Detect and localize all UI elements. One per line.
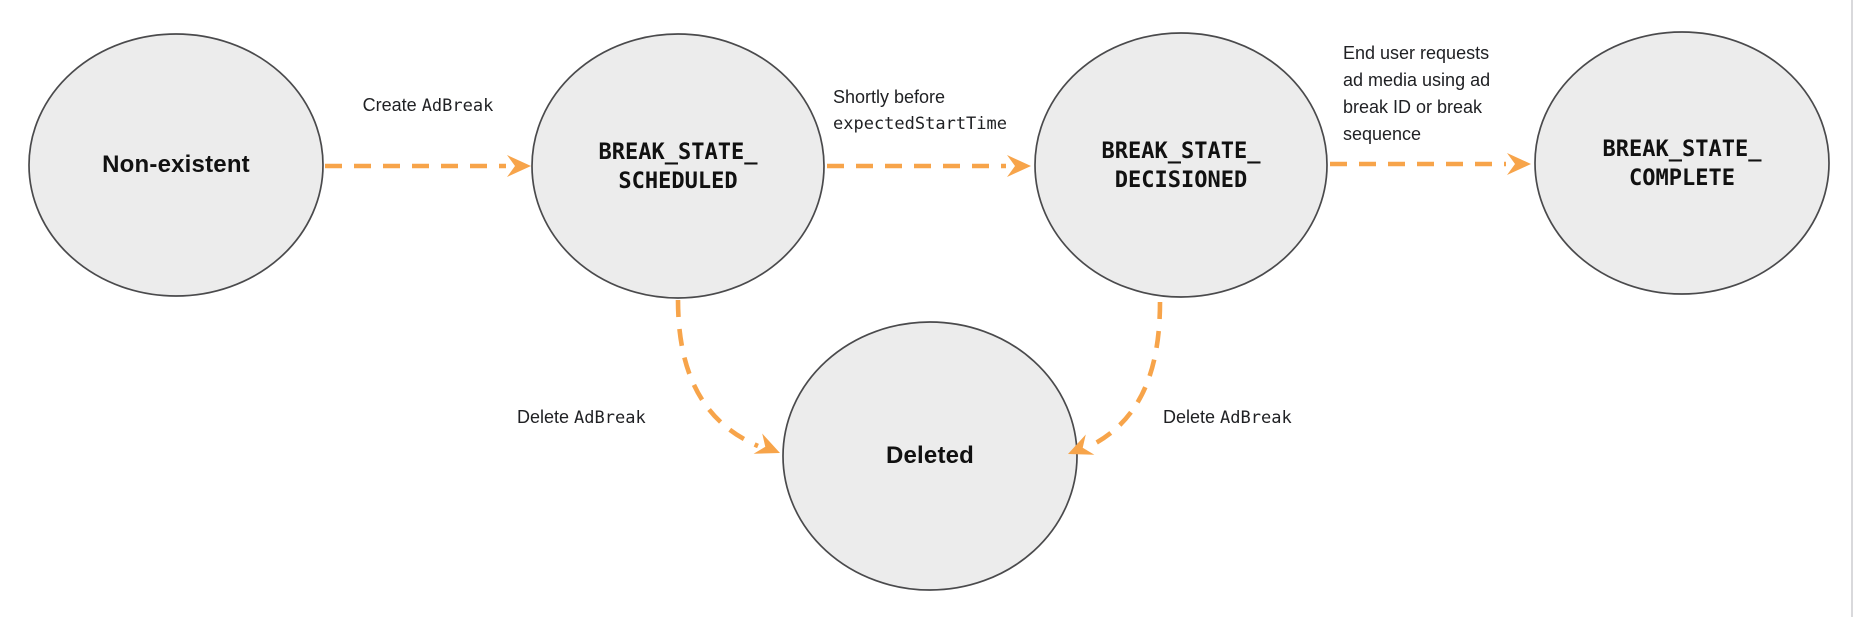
state-label-decisioned: BREAK_STATE_ DECISIONED	[1102, 137, 1261, 195]
state-label-scheduled: BREAK_STATE_ SCHEDULED	[599, 138, 758, 196]
arrowhead-delete-left-icon	[753, 433, 780, 454]
arrowhead-end-user-icon	[1507, 153, 1531, 175]
transition-label-end-user-request: End user requests ad media using ad brea…	[1343, 40, 1490, 148]
state-label-complete-line2: COMPLETE	[1629, 166, 1735, 191]
end-user-line2: ad media using ad	[1343, 70, 1491, 90]
create-text: Create	[362, 95, 417, 115]
create-code: AdBreak	[421, 96, 494, 116]
transition-label-delete-adbreak-right: Delete AdBreak	[1163, 404, 1292, 432]
delete-right-code: AdBreak	[1220, 408, 1292, 428]
shortly-code: expectedStartTime	[833, 114, 1007, 134]
node-break-state-complete	[1534, 31, 1830, 295]
state-label-complete: BREAK_STATE_ COMPLETE	[1603, 135, 1762, 193]
edge-delete-from-scheduled	[675, 299, 759, 449]
state-label-complete-line1: BREAK_STATE_	[1602, 137, 1762, 162]
end-user-line4: sequence	[1343, 124, 1422, 144]
arrowhead-delete-right-icon	[1068, 434, 1095, 455]
node-break-state-decisioned	[1034, 32, 1328, 298]
state-label-scheduled-line1: BREAK_STATE_	[598, 140, 758, 165]
transition-label-delete-adbreak-left: Delete AdBreak	[517, 404, 646, 432]
transition-label-create-adbreak: Create AdBreak	[363, 92, 494, 120]
node-deleted	[782, 321, 1078, 591]
arrowhead-create-icon	[507, 155, 531, 177]
delete-right-text: Delete	[1163, 407, 1216, 427]
state-label-non-existent: Non-existent	[102, 151, 250, 178]
edge-delete-from-decisioned	[1085, 301, 1163, 451]
node-break-state-scheduled	[531, 33, 825, 299]
state-label-scheduled-line2: SCHEDULED	[618, 169, 738, 194]
node-non-existent	[28, 33, 324, 297]
arrowhead-shortly-icon	[1007, 155, 1031, 177]
state-label-deleted: Deleted	[885, 442, 975, 469]
delete-left-text: Delete	[517, 407, 570, 427]
end-user-line3: break ID or break	[1343, 97, 1483, 117]
state-label-decisioned-line2: DECISIONED	[1114, 168, 1248, 193]
shortly-text: Shortly before	[833, 87, 946, 107]
state-label-decisioned-line1: BREAK_STATE_	[1101, 139, 1261, 164]
transition-label-shortly-before: Shortly before expectedStartTime	[833, 84, 1007, 138]
delete-left-code: AdBreak	[574, 408, 646, 428]
end-user-line1: End user requests	[1343, 43, 1490, 63]
